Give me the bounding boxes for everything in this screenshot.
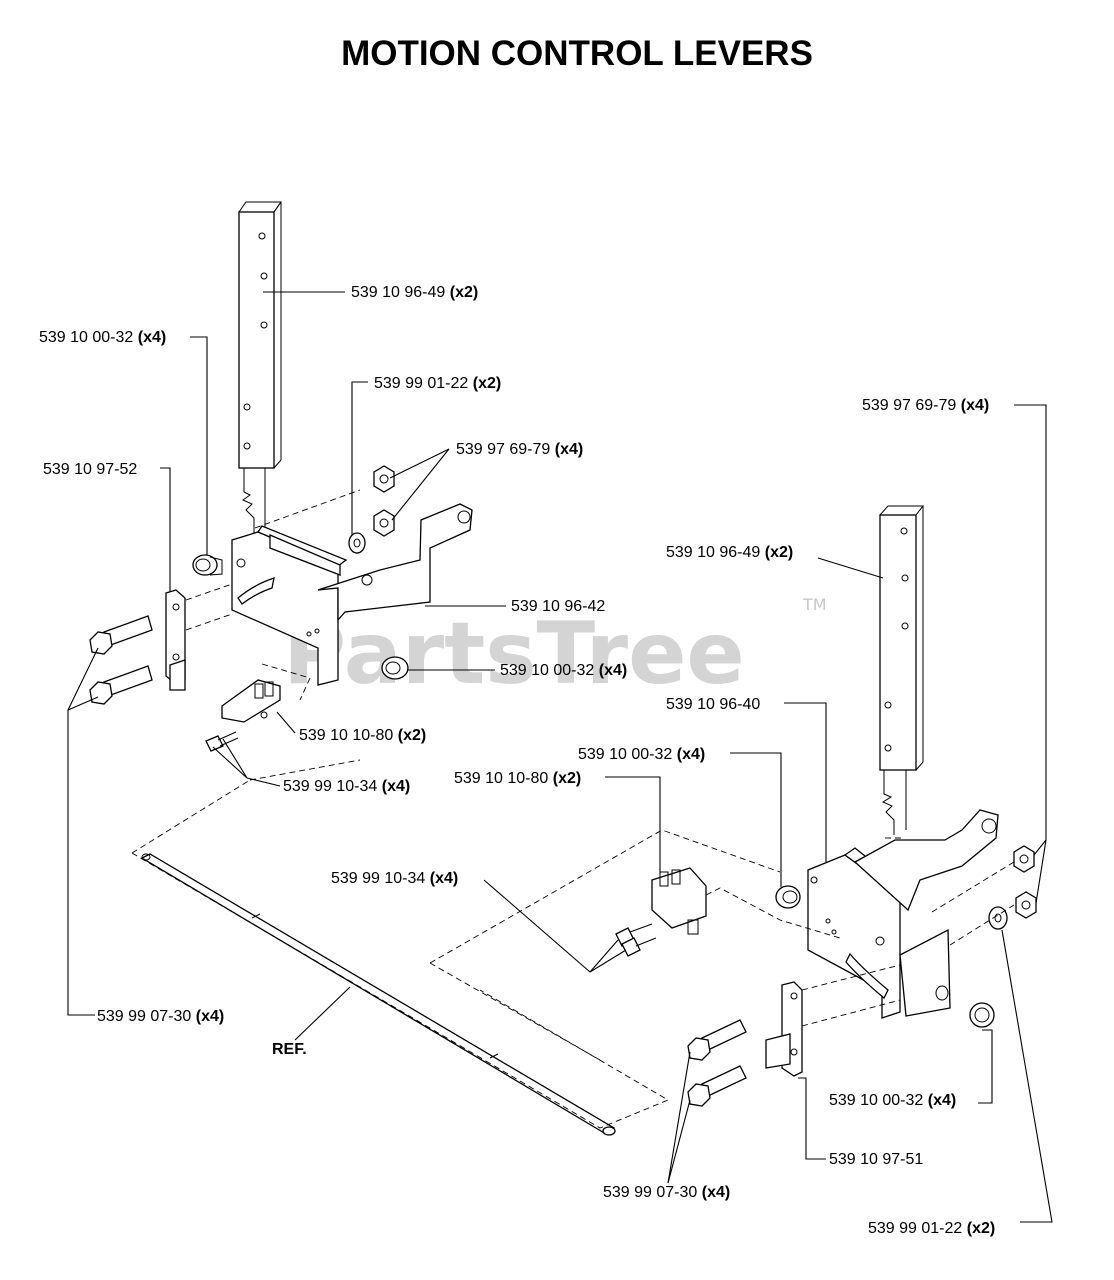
callout-left-screws: 539 99 10-34 (x4) bbox=[283, 778, 410, 795]
callout-right-bushing-bottom: 539 10 00-32 (x4) bbox=[829, 1092, 956, 1109]
callout-left-plate: 539 10 97-52 bbox=[43, 461, 137, 478]
right-washer bbox=[988, 906, 1008, 930]
page-title: MOTION CONTROL LEVERS bbox=[341, 34, 813, 73]
right-bracket bbox=[807, 809, 999, 1019]
left-washer bbox=[348, 532, 366, 554]
right-nuts bbox=[1013, 845, 1037, 919]
callout-left-bolts: 539 99 07-30 (x4) bbox=[97, 1008, 224, 1025]
callout-right-plate: 539 10 97-51 bbox=[829, 1151, 923, 1168]
callout-ref: REF. bbox=[272, 1041, 307, 1058]
callout-right-bracket: 539 10 96-40 bbox=[666, 696, 760, 713]
callout-right-screws: 539 99 10-34 (x4) bbox=[331, 870, 458, 887]
right-centerlines bbox=[429, 829, 1015, 1061]
right-plate bbox=[765, 981, 803, 1077]
callout-left-lever: 539 10 96-49 (x2) bbox=[351, 284, 478, 301]
callout-right-nuts: 539 97 69-79 (x4) bbox=[862, 397, 989, 414]
left-nuts bbox=[373, 465, 395, 537]
watermark-trademark: TM bbox=[802, 595, 827, 614]
callout-right-bushing-top: 539 10 00-32 (x4) bbox=[578, 746, 705, 763]
left-bracket bbox=[231, 503, 473, 686]
callout-right-lever: 539 10 96-49 (x2) bbox=[666, 544, 793, 561]
watermark-text: PartsTree bbox=[283, 604, 745, 704]
callout-labels: 539 10 96-49 (x2) 539 10 00-32 (x4) 539 … bbox=[39, 284, 995, 1237]
callout-left-bushing-bottom: 539 10 00-32 (x4) bbox=[500, 662, 627, 679]
callout-left-nuts: 539 97 69-79 (x4) bbox=[456, 441, 583, 458]
right-screws bbox=[615, 923, 657, 957]
leader-lines bbox=[67, 291, 1053, 1223]
callout-right-switch: 539 10 10-80 (x2) bbox=[454, 770, 581, 787]
right-lever bbox=[879, 505, 925, 835]
left-screws bbox=[205, 731, 239, 752]
right-switch bbox=[651, 867, 707, 935]
left-bolts bbox=[89, 615, 153, 705]
left-switch bbox=[221, 679, 281, 723]
callout-right-washer: 539 99 01-22 (x2) bbox=[868, 1220, 995, 1237]
callout-left-bushing-top: 539 10 00-32 (x4) bbox=[39, 329, 166, 346]
right-bushing-bottom bbox=[969, 1002, 995, 1028]
callout-left-washer: 539 99 01-22 (x2) bbox=[374, 375, 501, 392]
callout-left-switch: 539 10 10-80 (x2) bbox=[299, 727, 426, 744]
right-assembly bbox=[429, 505, 1037, 1107]
left-plate bbox=[165, 589, 186, 691]
callout-right-bolts: 539 99 07-30 (x4) bbox=[603, 1184, 730, 1201]
watermark: PartsTree TM bbox=[283, 595, 827, 704]
right-bolts bbox=[687, 1019, 747, 1107]
left-lever bbox=[238, 201, 282, 535]
left-bushing-top bbox=[192, 554, 223, 576]
callout-left-bracket: 539 10 96-42 bbox=[511, 598, 605, 615]
shaft-ref bbox=[131, 852, 670, 1136]
right-bushing-top bbox=[775, 885, 801, 909]
left-centerlines bbox=[131, 489, 361, 854]
left-bushing-bottom bbox=[381, 656, 409, 680]
